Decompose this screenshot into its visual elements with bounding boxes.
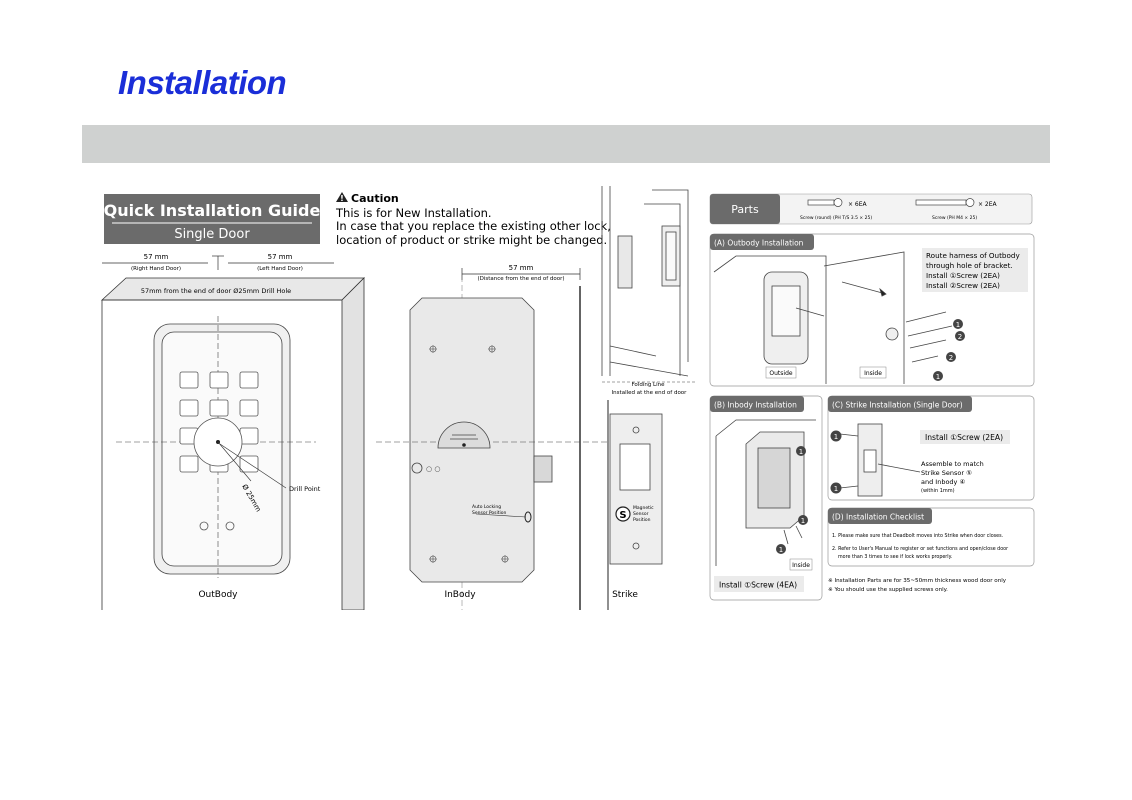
inbody-dim-sub: (Distance from the end of door) bbox=[477, 276, 564, 282]
section-d-item2b: more than 3 times to see if lock works p… bbox=[838, 554, 952, 560]
section-c-note4: (within 1mm) bbox=[921, 488, 955, 494]
guide-subtitle: Single Door bbox=[174, 227, 250, 242]
installation-guide: Quick Installation Guide Single Door ! C… bbox=[100, 186, 1035, 610]
magnet-line2: Sensor bbox=[633, 511, 649, 517]
guide-title: Quick Installation Guide bbox=[104, 201, 321, 220]
section-b-illustration bbox=[715, 419, 816, 566]
dim-left-sub: (Right Hand Door) bbox=[131, 266, 181, 272]
section-a-callouts: 1 2 2 1 bbox=[933, 319, 965, 381]
magnet-line3: Position bbox=[633, 517, 651, 523]
svg-text:!: ! bbox=[340, 194, 344, 203]
dim-right: 57 mm bbox=[268, 253, 293, 261]
section-b-callouts: 1 1 1 bbox=[776, 446, 808, 554]
screw-m4-icon bbox=[915, 198, 975, 207]
section-d-item2a: 2. Refer to User's Manual to register or… bbox=[832, 546, 1008, 552]
outbody-dimensions bbox=[102, 255, 334, 270]
note-1: ※ Installation Parts are for 35~50mm thi… bbox=[828, 578, 1007, 584]
dim-right-sub: (Left Hand Door) bbox=[257, 266, 303, 272]
parts-item1-qty: × 6EA bbox=[848, 201, 868, 208]
caution-line3: location of product or strike might be c… bbox=[336, 233, 607, 247]
drill-point-label: Drill Point bbox=[289, 485, 321, 493]
section-a-inside: Inside bbox=[864, 370, 882, 377]
svg-text:1: 1 bbox=[834, 485, 838, 493]
dim-left: 57 mm bbox=[144, 253, 169, 261]
magnet-line1: Magnetic bbox=[633, 505, 654, 511]
section-c-note2: Strike Sensor ⑤ bbox=[921, 469, 972, 477]
svg-text:1: 1 bbox=[956, 321, 960, 329]
svg-text:1: 1 bbox=[936, 373, 940, 381]
sensor-line2: Sensor Position bbox=[472, 510, 507, 516]
hole-note: 57mm from the end of door Ø25mm Drill Ho… bbox=[141, 287, 291, 295]
section-a-title: (A) Outbody Installation bbox=[714, 239, 804, 248]
sensor-line1: Auto Locking bbox=[472, 504, 501, 510]
page-title: Installation bbox=[118, 64, 287, 101]
caution-label: Caution bbox=[351, 192, 399, 205]
section-d-title: (D) Installation Checklist bbox=[832, 513, 924, 522]
installed-note: Installed at the end of door bbox=[612, 390, 688, 396]
section-b-title: (B) Inbody Installation bbox=[714, 401, 797, 410]
caution-line2: In case that you replace the existing ot… bbox=[336, 219, 611, 233]
inbody-label: InBody bbox=[444, 590, 476, 600]
parts-item2-qty: × 2EA bbox=[978, 201, 998, 208]
section-c-illustration bbox=[839, 423, 921, 497]
strike-plate bbox=[609, 413, 663, 565]
svg-text:1: 1 bbox=[779, 546, 783, 554]
inbody-mount-marks bbox=[429, 345, 509, 563]
header-band bbox=[82, 125, 1050, 163]
parts-title: Parts bbox=[731, 203, 759, 216]
parts-item1-name: Screw (round) (PH T/S 3.5 × 25) bbox=[800, 215, 872, 221]
caution-line1: This is for New Installation. bbox=[335, 206, 492, 220]
section-b-install: Install ①Screw (4EA) bbox=[719, 581, 797, 590]
section-a-note1: Route harness of Outbody bbox=[926, 251, 1020, 260]
magnet-s-icon bbox=[615, 506, 631, 522]
parts-item2-name: Screw (PH M4 × 25) bbox=[932, 215, 977, 221]
section-a-illustration bbox=[713, 251, 953, 384]
section-a-note3: Install ①Screw (2EA) bbox=[926, 271, 1000, 280]
svg-text:1: 1 bbox=[799, 448, 803, 456]
section-c-note3: and Inbody ④ bbox=[921, 478, 965, 486]
svg-text:2: 2 bbox=[949, 354, 953, 362]
section-a-note4: Install ②Screw (2EA) bbox=[926, 281, 1000, 290]
inbody-dim: 57 mm bbox=[509, 264, 534, 272]
svg-text:○ ○: ○ ○ bbox=[426, 465, 440, 473]
section-a-outside: Outside bbox=[769, 370, 792, 377]
outbody-door bbox=[100, 277, 365, 610]
section-c-install: Install ①Screw (2EA) bbox=[925, 433, 1003, 442]
section-a-note2: through hole of bracket. bbox=[926, 261, 1013, 270]
section-c-title: (C) Strike Installation (Single Door) bbox=[832, 401, 963, 410]
svg-text:2: 2 bbox=[958, 333, 962, 341]
strike-label: Strike bbox=[612, 590, 638, 600]
section-c-callouts: 1 1 bbox=[830, 430, 842, 494]
svg-text:1: 1 bbox=[834, 433, 838, 441]
svg-text:S: S bbox=[619, 510, 626, 521]
svg-text:1: 1 bbox=[801, 517, 805, 525]
section-b-inside: Inside bbox=[792, 562, 810, 569]
door-frame-illustration bbox=[601, 186, 689, 377]
folding-line-label: Folding Line bbox=[631, 382, 665, 388]
outbody-label: OutBody bbox=[198, 590, 238, 600]
screw-round-icon bbox=[807, 198, 843, 207]
section-c-note1: Assemble to match bbox=[921, 460, 984, 468]
caution-icon: ! bbox=[336, 192, 348, 203]
guide-title-box bbox=[104, 194, 320, 244]
section-d-item1: 1. Please make sure that Deadbolt moves … bbox=[832, 533, 1003, 539]
note-2: ※ You should use the supplied screws onl… bbox=[828, 587, 948, 593]
